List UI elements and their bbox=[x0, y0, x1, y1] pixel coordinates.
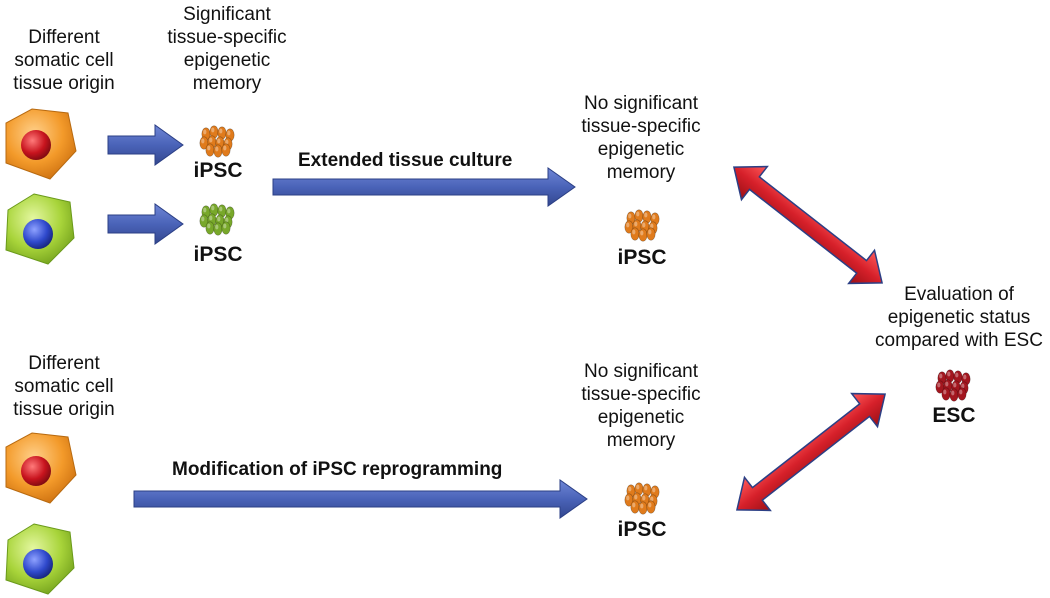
ipsc-top-right-cluster-icon bbox=[624, 209, 660, 242]
arrow-extended-culture bbox=[272, 167, 576, 207]
extended-culture-label: Extended tissue culture bbox=[298, 150, 513, 171]
ipsc-green-label: iPSC bbox=[193, 243, 243, 266]
arrow-orange-to-ipsc bbox=[107, 124, 184, 166]
bottom-right-memory-text: No significant tissue-specific epigeneti… bbox=[581, 361, 701, 451]
top-right-memory-text: No significant tissue-specific epigeneti… bbox=[581, 93, 701, 183]
top-left-origin-text: Different somatic cell tissue origin bbox=[13, 27, 115, 94]
double-arrow-bottom-to-esc bbox=[735, 392, 887, 512]
ipsc-top-right-label: iPSC bbox=[617, 246, 667, 269]
bottom-left-origin-text: Different somatic cell tissue origin bbox=[13, 353, 115, 420]
somatic-cell-green-top-icon bbox=[5, 193, 75, 265]
somatic-cell-green-bottom-icon bbox=[5, 523, 75, 595]
ipsc-orange-cluster-icon bbox=[199, 125, 235, 158]
arrow-green-to-ipsc bbox=[107, 203, 184, 245]
modification-label: Modification of iPSC reprogramming bbox=[172, 459, 503, 480]
ipsc-bottom-right-cluster-icon bbox=[624, 482, 660, 515]
somatic-cell-orange-top-icon bbox=[5, 108, 77, 180]
esc-cluster-icon bbox=[935, 369, 971, 402]
top-memory-text: Significant tissue-specific epigenetic m… bbox=[167, 4, 287, 94]
ipsc-green-cluster-icon bbox=[199, 203, 235, 236]
double-arrow-top-to-esc bbox=[732, 165, 884, 285]
evaluation-text: Evaluation of epigenetic status compared… bbox=[875, 284, 1043, 351]
ipsc-orange-label: iPSC bbox=[193, 159, 243, 182]
arrow-modification bbox=[133, 479, 588, 519]
esc-label: ESC bbox=[932, 404, 976, 427]
ipsc-bottom-right-label: iPSC bbox=[617, 518, 667, 541]
somatic-cell-orange-bottom-icon bbox=[5, 432, 77, 504]
